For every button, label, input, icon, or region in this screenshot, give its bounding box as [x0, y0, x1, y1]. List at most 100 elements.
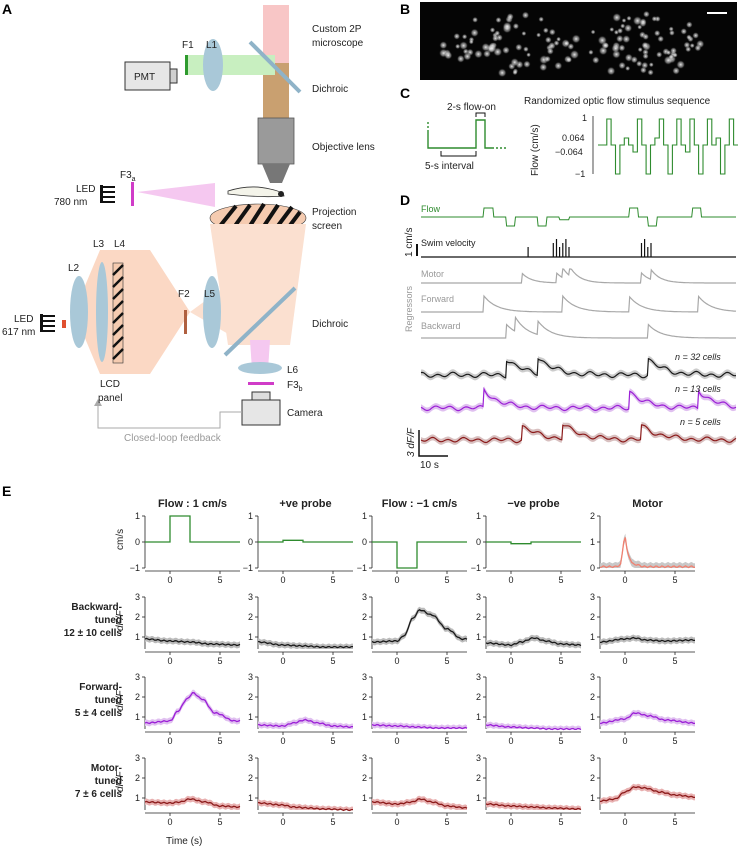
label-regressor-motor: Motor	[421, 269, 444, 279]
neuron-soma	[459, 41, 469, 51]
row-label-forward-2: tuned	[95, 695, 122, 706]
neuron-soma	[680, 27, 688, 35]
x-tick-label: 0	[622, 736, 627, 746]
confidence-band	[372, 721, 467, 729]
emission-beam	[185, 55, 275, 75]
row-label-motor-1: Motor-	[91, 763, 122, 774]
label-n-motor: n = 5 cells	[680, 417, 721, 427]
label-led780-line1: LED	[76, 184, 95, 195]
neuron-soma	[512, 22, 520, 30]
y-tick-label: 1	[248, 712, 253, 722]
label-led780-line2: 780 nm	[54, 197, 87, 208]
label-l2: L2	[68, 263, 80, 274]
x-tick-label: 5	[558, 575, 563, 585]
label-l3: L3	[93, 239, 105, 250]
x-tick-label: 5	[330, 575, 335, 585]
panel-label-b: B	[400, 1, 410, 17]
row-y-label: dF/F	[115, 690, 126, 711]
series-line	[599, 537, 696, 569]
neuron-soma	[453, 32, 461, 40]
label-dichroic-top: Dichroic	[312, 84, 348, 95]
column-title: +ve probe	[279, 498, 331, 510]
x-tick-label: 0	[394, 736, 399, 746]
series-line	[145, 515, 240, 543]
x-tick-label: 5	[672, 656, 677, 666]
neuron-soma	[571, 34, 581, 44]
x-tick-label: 5	[330, 817, 335, 827]
neuron-soma	[694, 44, 702, 52]
y-tick-label: 2	[135, 612, 140, 622]
row-label-forward-3: 5 ± 4 cells	[75, 708, 123, 719]
neuron-soma	[611, 44, 621, 53]
x-tick-label: 0	[167, 656, 172, 666]
neuron-soma	[502, 46, 510, 55]
neuron-soma	[521, 30, 527, 37]
neuron-soma	[515, 43, 523, 52]
x-tick-label: 5	[672, 575, 677, 585]
row-label-motor-3: 7 ± 6 cells	[75, 789, 123, 800]
neuron-soma	[606, 66, 616, 76]
neuron-soma	[588, 49, 594, 56]
confidence-band	[600, 783, 695, 805]
laser-beam	[263, 5, 289, 63]
series-line	[372, 541, 467, 569]
confidence-band	[258, 716, 353, 729]
neuron-soma	[609, 26, 615, 33]
y-tick-label: 1	[590, 793, 595, 803]
neuron-soma	[653, 29, 661, 37]
neuron-soma	[489, 27, 496, 33]
row-label-backward-1: Backward-	[71, 602, 122, 613]
neuron-soma	[642, 33, 650, 41]
x-tick-label: 0	[508, 736, 513, 746]
x-tick-label: 0	[280, 817, 285, 827]
neuron-soma	[487, 43, 497, 54]
neuron-soma	[461, 33, 468, 40]
neuron-soma	[651, 15, 658, 22]
y-tick-label: 3	[362, 672, 367, 682]
y-tick-label: 1	[362, 793, 367, 803]
y-tick-label: 3	[135, 592, 140, 602]
series-line	[144, 637, 241, 647]
series-line	[599, 712, 696, 725]
neuron-soma	[544, 55, 551, 63]
x-tick-label: 0	[508, 656, 513, 666]
y-tick-label: 2	[476, 692, 481, 702]
y-tick-label: 1	[590, 537, 595, 547]
neuron-soma	[569, 49, 580, 60]
y-tick-label: 3	[135, 753, 140, 763]
label-f3b: F3b	[287, 380, 303, 393]
neuron-soma	[615, 34, 624, 43]
series-line	[486, 541, 581, 545]
y-tick-label: 1	[135, 511, 140, 521]
lens-l5	[203, 276, 221, 348]
x-tick-label: 0	[280, 656, 285, 666]
neuron-soma	[635, 60, 643, 67]
x-tick-label: 0	[508, 817, 513, 827]
neuron-soma	[523, 60, 531, 69]
panel-label-d: D	[400, 192, 410, 208]
confidence-band	[258, 799, 353, 810]
y-tick-label: −1	[130, 563, 140, 573]
x-tick-label: 5	[444, 817, 449, 827]
y-tick-label: 1	[362, 712, 367, 722]
neuron-soma	[542, 27, 549, 34]
series-line	[599, 786, 696, 803]
confidence-band	[600, 709, 695, 727]
neuron-soma	[556, 36, 562, 42]
column-title: −ve probe	[507, 498, 559, 510]
x-tick-label: 5	[444, 656, 449, 666]
y-tick-label: 3	[590, 672, 595, 682]
x-tick-label: 0	[508, 575, 513, 585]
y-tick-label: 1	[135, 632, 140, 642]
label-regressor-backward: Backward	[421, 321, 461, 331]
label-pmt: PMT	[134, 72, 155, 83]
label-sequence-title: Randomized optic flow stimulus sequence	[524, 96, 711, 107]
label-l6: L6	[287, 365, 299, 376]
flow-schematic	[427, 119, 508, 149]
y-tick-label: 3	[248, 753, 253, 763]
neuron-soma	[526, 52, 532, 58]
series-line	[371, 798, 468, 810]
row-label-backward-2: tuned	[95, 615, 122, 626]
column-title: Flow : −1 cm/s	[382, 498, 458, 510]
y-tick-label: 1	[135, 712, 140, 722]
